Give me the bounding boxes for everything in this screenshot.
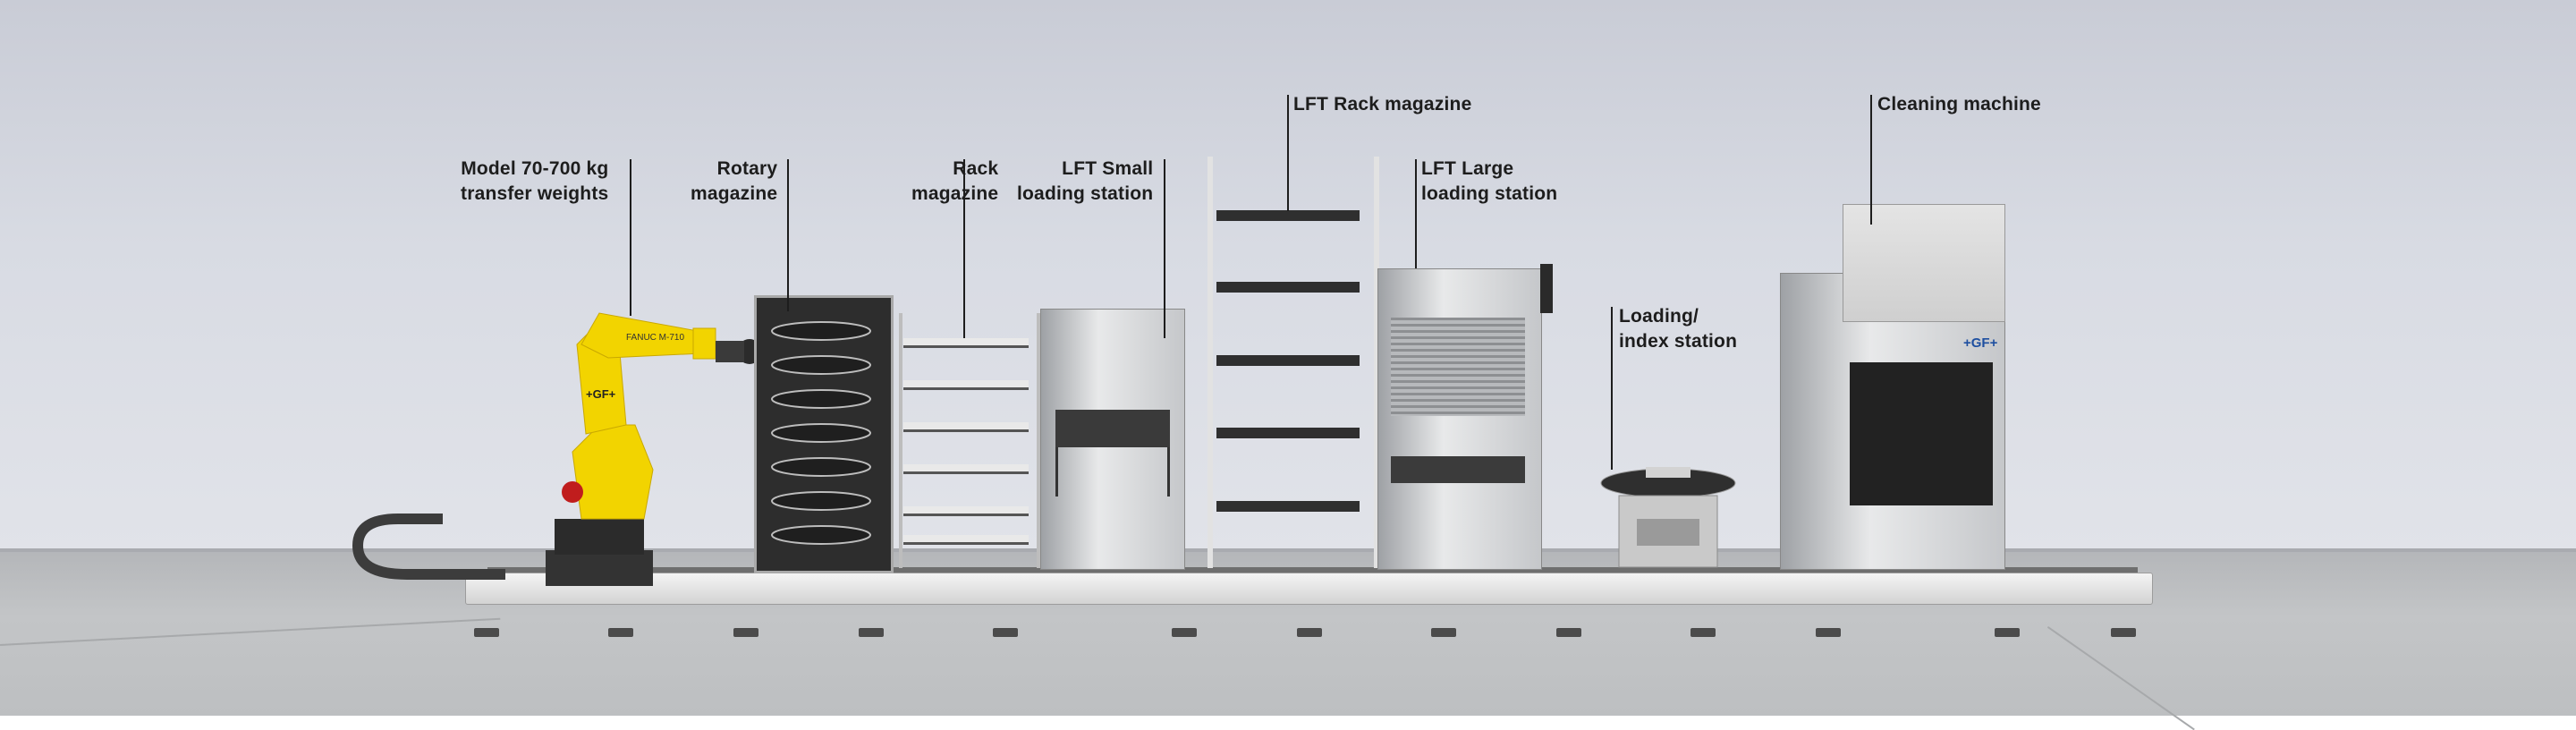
rail-track (487, 567, 2138, 576)
leader-line-lft-small (1164, 159, 1165, 338)
cleaning-machine-brand-logo: +GF+ (1963, 335, 1998, 351)
rack-shelf (903, 338, 1029, 348)
lft-rack-shelf (1216, 355, 1360, 366)
leader-line-cleaning-machine (1870, 95, 1872, 225)
wall-floor-edge (0, 548, 2576, 552)
rack-shelf (903, 535, 1029, 545)
cleaning-machine-lid (1843, 204, 2005, 322)
background-wall (0, 0, 2576, 550)
leader-line-robot (630, 159, 631, 316)
lft-rack-shelf (1216, 210, 1360, 221)
loading-index-station (1600, 467, 1736, 568)
industrial-robot: FANUC M-710 +GF+ (546, 312, 762, 586)
rack-shelf (903, 464, 1029, 474)
rail-foot (608, 628, 633, 637)
label-loading-index-station: Loading/index station (1619, 306, 1738, 352)
rail-foot (474, 628, 499, 637)
leader-line-rotary-magazine (787, 159, 789, 311)
rail-foot (1816, 628, 1841, 637)
label-cleaning-machine: Cleaning machine (1877, 94, 2041, 115)
rail-foot (1297, 628, 1322, 637)
rack-magazine (899, 313, 1040, 568)
rack-shelf (903, 422, 1029, 432)
leader-line-rack-magazine (963, 159, 965, 338)
lft-large-loading-station (1377, 268, 1542, 570)
label-lft-rack-magazine: LFT Rack magazine (1293, 94, 1472, 115)
linear-rail (465, 573, 2153, 605)
rail-foot (1431, 628, 1456, 637)
lft-large-handle (1540, 264, 1553, 313)
lft-small-frame (1055, 447, 1170, 497)
rail-foot (993, 628, 1018, 637)
leader-line-lft-large (1415, 159, 1417, 268)
rail-foot (733, 628, 758, 637)
rail-foot (1995, 628, 2020, 637)
lft-large-shutter (1391, 318, 1525, 416)
robot-model-text: FANUC M-710 (626, 333, 684, 343)
rail-foot (1690, 628, 1716, 637)
cleaning-machine-chamber (1850, 362, 1993, 505)
lft-small-opening (1055, 410, 1170, 447)
lft-large-tray (1391, 456, 1525, 483)
rail-foot (2111, 628, 2136, 637)
leader-line-lft-rack-magazine (1287, 95, 1289, 211)
cable-chain (352, 514, 505, 580)
rack-shelf (903, 506, 1029, 516)
lft-rack-magazine (1208, 157, 1379, 568)
rotary-magazine-discs (771, 321, 871, 545)
rail-foot (1556, 628, 1581, 637)
leader-line-loading-index-station (1611, 307, 1613, 470)
lft-rack-shelf (1216, 282, 1360, 293)
rack-shelf (903, 380, 1029, 390)
rail-foot (1172, 628, 1197, 637)
lft-rack-shelf (1216, 501, 1360, 512)
lft-rack-shelf (1216, 428, 1360, 438)
robot-brand-logo: +GF+ (586, 387, 616, 401)
rail-foot (859, 628, 884, 637)
